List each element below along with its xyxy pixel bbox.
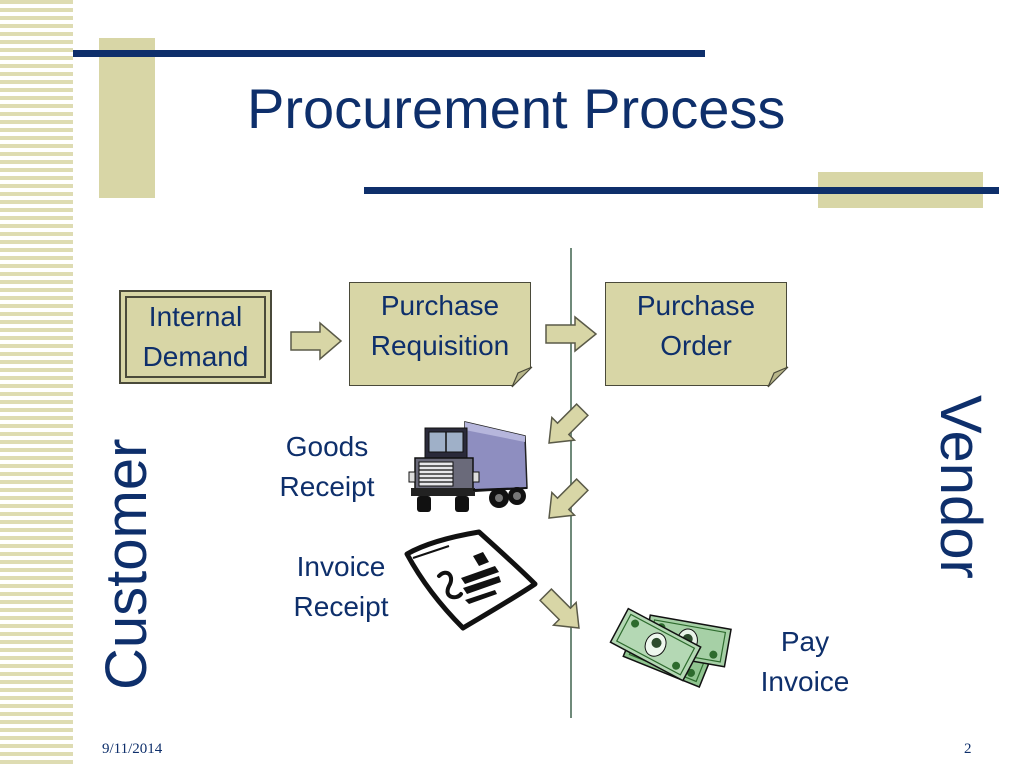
pay-invoice-line2: Invoice [760,666,850,697]
internal-demand-box: Internal Demand [119,290,272,384]
left-stripe-pattern [0,0,73,768]
page-curl-icon [767,366,789,388]
invoice-receipt-line1: Invoice [296,551,386,582]
slide-date: 9/11/2014 [102,741,163,757]
arrow-icon [548,403,589,444]
purchase-requisition-line1: Purchase [380,290,500,321]
page-title: Procurement Process [247,77,786,140]
internal-demand-line1: Internal [148,301,243,332]
arrow-icon [548,478,589,519]
page-curl-icon [511,366,533,388]
invoice-document-icon [404,529,538,631]
slide-number: 2 [964,741,972,757]
pay-invoice-label: Pay Invoice [740,622,870,702]
title-accent-box-left [99,38,155,198]
truck-icon [408,421,528,512]
purchase-requisition-line2: Requisition [370,330,510,361]
arrow-icon [539,588,580,629]
title-rule-top [73,50,705,57]
purchase-requisition-box: Purchase Requisition [349,282,533,388]
purchase-order-line1: Purchase [636,290,756,321]
arrow-icon [545,315,598,353]
customer-vendor-divider [570,248,572,718]
goods-receipt-label: Goods Receipt [262,427,392,507]
vendor-side-label: Vendor [928,395,993,579]
internal-demand-line2: Demand [142,341,249,372]
money-icon [609,607,732,689]
title-rule-bottom [364,187,999,194]
goods-receipt-line2: Receipt [279,471,375,502]
goods-receipt-line1: Goods [285,431,369,462]
customer-side-label: Customer [94,438,159,690]
purchase-order-line2: Order [660,330,732,361]
invoice-receipt-label: Invoice Receipt [276,547,406,627]
purchase-order-box: Purchase Order [605,282,789,388]
pay-invoice-line1: Pay [780,626,830,657]
arrow-icon [290,321,343,361]
invoice-receipt-line2: Receipt [293,591,389,622]
